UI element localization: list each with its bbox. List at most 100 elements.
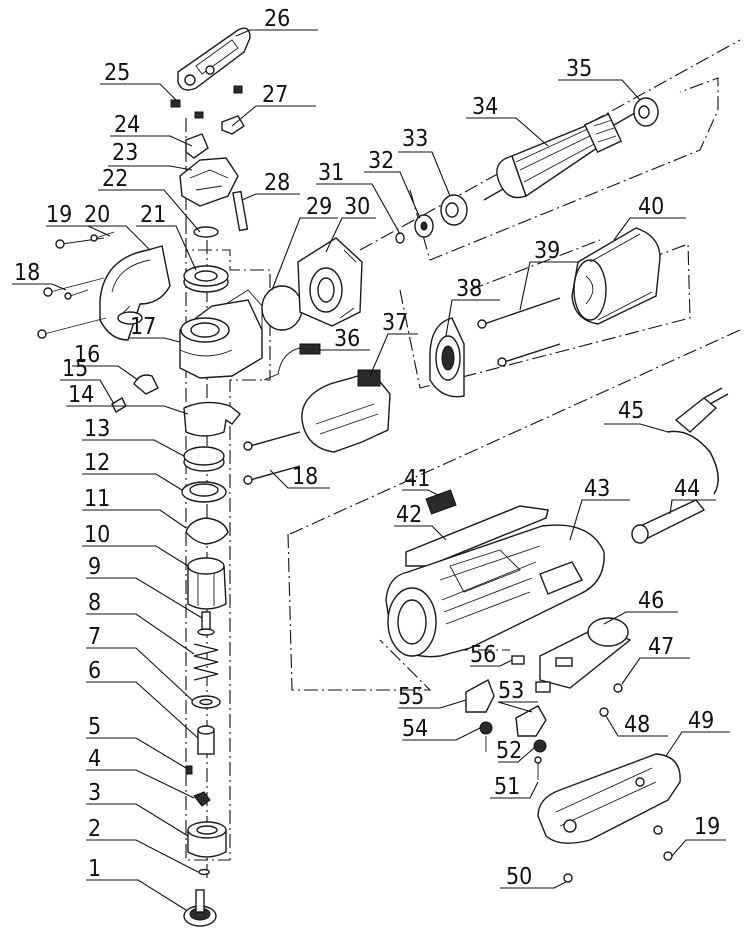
part-28-pin [232, 190, 249, 232]
svg-text:23: 23 [112, 140, 138, 166]
svg-text:31: 31 [318, 160, 344, 186]
part-42-switch-rod [405, 505, 549, 567]
part-30-bearing-housing [297, 237, 363, 327]
part-5-pin [185, 765, 193, 775]
callout-27: 27 [231, 82, 316, 127]
callout-53: 53 [497, 678, 538, 713]
svg-text:24: 24 [114, 112, 140, 138]
part-18-screws-front [243, 431, 301, 485]
svg-text:52: 52 [496, 738, 522, 764]
callout-8: 8 [86, 590, 195, 655]
callout-48: 48 [605, 712, 668, 738]
svg-text:29: 29 [306, 194, 332, 220]
svg-text:16: 16 [74, 342, 100, 368]
part-11-circlip [185, 517, 229, 545]
part-46-handle-bracket [539, 617, 632, 689]
part-25-screws [170, 85, 243, 119]
part-47-screw [613, 683, 623, 693]
svg-text:19: 19 [694, 814, 720, 840]
part-19-18-screws [37, 231, 115, 339]
part-3-flange [187, 821, 227, 858]
callout-55: 55 [398, 684, 467, 710]
svg-text:51: 51 [494, 774, 520, 800]
callout-32: 32 [364, 148, 421, 219]
svg-text:44: 44 [674, 476, 700, 502]
callout-19a: 19 [46, 202, 111, 237]
callout-19b: 19 [671, 814, 726, 857]
svg-text:32: 32 [368, 148, 394, 174]
callout-31: 31 [316, 160, 401, 235]
svg-text:54: 54 [402, 716, 428, 742]
part-37-front-housing [301, 369, 391, 453]
part-2-o-ring [198, 868, 210, 876]
part-23-top-cover [179, 157, 239, 207]
part-48-screw [599, 707, 609, 717]
callout-34: 34 [466, 94, 549, 147]
part-38-baffle [429, 317, 465, 398]
callout-28: 28 [241, 170, 300, 201]
part-9-pin [197, 611, 215, 636]
svg-text:49: 49 [688, 708, 714, 734]
part-49-bottom-cover [537, 753, 681, 844]
part-21-bearing-ring [183, 265, 229, 293]
callout-14: 14 [66, 382, 189, 415]
callout-24: 24 [110, 112, 193, 147]
svg-text:11: 11 [84, 486, 110, 512]
part-15-spring-plate [111, 397, 127, 413]
svg-text:45: 45 [618, 398, 644, 424]
callout-21: 21 [136, 202, 197, 271]
svg-text:28: 28 [264, 170, 290, 196]
part-43-main-housing [385, 524, 605, 658]
svg-text:19: 19 [46, 202, 72, 228]
callout-33: 33 [398, 126, 451, 197]
callout-25: 25 [100, 60, 177, 101]
callout-18a: 18 [12, 260, 67, 291]
callout-6: 6 [86, 658, 199, 739]
part-50-screw [563, 873, 573, 883]
callout-56: 56 [470, 642, 513, 668]
svg-text:36: 36 [334, 326, 360, 352]
part-32-washer [414, 214, 434, 238]
part-40-stator [571, 227, 661, 325]
svg-text:26: 26 [264, 6, 290, 32]
part-31-ring [395, 232, 405, 244]
part-20-side-cover [99, 245, 171, 341]
svg-text:30: 30 [344, 194, 370, 220]
callout-43: 43 [569, 476, 630, 541]
callout-9: 9 [86, 554, 203, 619]
callout-41: 41 [402, 466, 441, 497]
callout-29: 29 [271, 194, 338, 291]
callout-15: 15 [60, 356, 115, 405]
part-54-spring [479, 721, 493, 752]
svg-text:50: 50 [506, 864, 532, 890]
callout-10: 10 [82, 522, 189, 567]
part-36-connector [263, 343, 321, 381]
part-29-o-ring [261, 285, 303, 331]
callout-40: 40 [613, 194, 686, 241]
svg-text:43: 43 [584, 476, 610, 502]
svg-text:38: 38 [456, 276, 482, 302]
callout-2: 2 [86, 816, 199, 873]
callout-36: 36 [318, 326, 370, 352]
callout-46: 46 [603, 588, 678, 625]
svg-text:41: 41 [404, 466, 430, 492]
svg-text:15: 15 [62, 356, 88, 382]
svg-text:6: 6 [88, 658, 101, 684]
part-19-screw-bottom [653, 825, 673, 861]
part-53-brush-holder [515, 705, 547, 737]
svg-text:7: 7 [88, 624, 101, 650]
callout-5: 5 [86, 714, 187, 769]
svg-text:13: 13 [84, 416, 110, 442]
part-24-cap [185, 133, 209, 159]
part-45-power-cord [667, 387, 729, 495]
callout-39: 39 [519, 238, 578, 311]
svg-text:3: 3 [88, 780, 101, 806]
callout-26: 26 [235, 6, 318, 37]
part-4-clip [193, 791, 211, 807]
part-44-cord-sleeve [631, 499, 706, 544]
callout-30: 30 [325, 194, 376, 253]
svg-text:4: 4 [88, 746, 101, 772]
part-35-bearing [633, 97, 659, 127]
part-17-gear-housing [179, 289, 263, 379]
